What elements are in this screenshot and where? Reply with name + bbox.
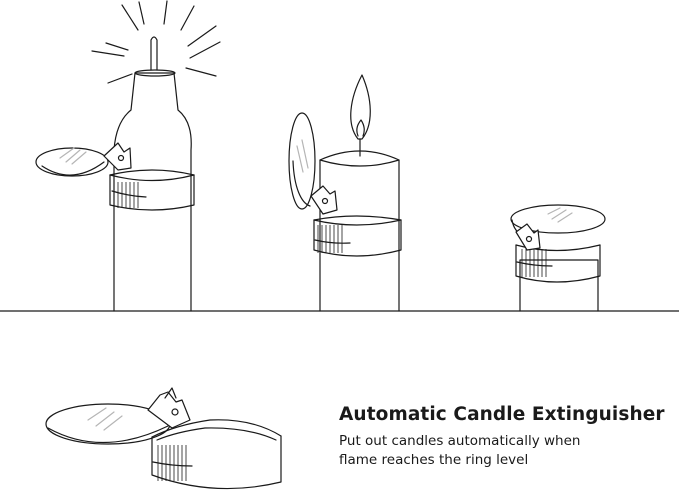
light-rays-icon — [91, 0, 221, 84]
snuffer-cap-icon — [35, 142, 132, 177]
candle-icon — [113, 72, 192, 312]
candle-stage-3 — [510, 204, 606, 312]
wick-icon — [150, 36, 158, 71]
candle-icon — [519, 259, 599, 312]
caption-block: Automatic Candle Extinguisher Put out ca… — [339, 404, 669, 470]
snuffer-cap-icon — [288, 112, 338, 215]
caption-line: flame reaches the ring level — [339, 452, 529, 468]
extinguisher-ring-icon — [109, 169, 195, 211]
snuffer-cap-icon — [45, 387, 191, 445]
extinguisher-detail — [45, 387, 282, 490]
snuffer-cap-icon — [510, 204, 606, 251]
candle-icon — [319, 150, 400, 312]
caption-line: Put out candles automatically when — [339, 433, 581, 449]
flame-icon — [350, 74, 371, 140]
candle-stage-1 — [35, 0, 221, 312]
extinguisher-ring-icon — [515, 244, 601, 283]
caption-title: Automatic Candle Extinguisher — [339, 404, 665, 425]
candle-stage-2 — [288, 74, 402, 312]
extinguisher-ring-icon — [313, 215, 402, 257]
caption-body: Put out candles automatically when flame… — [339, 432, 669, 470]
